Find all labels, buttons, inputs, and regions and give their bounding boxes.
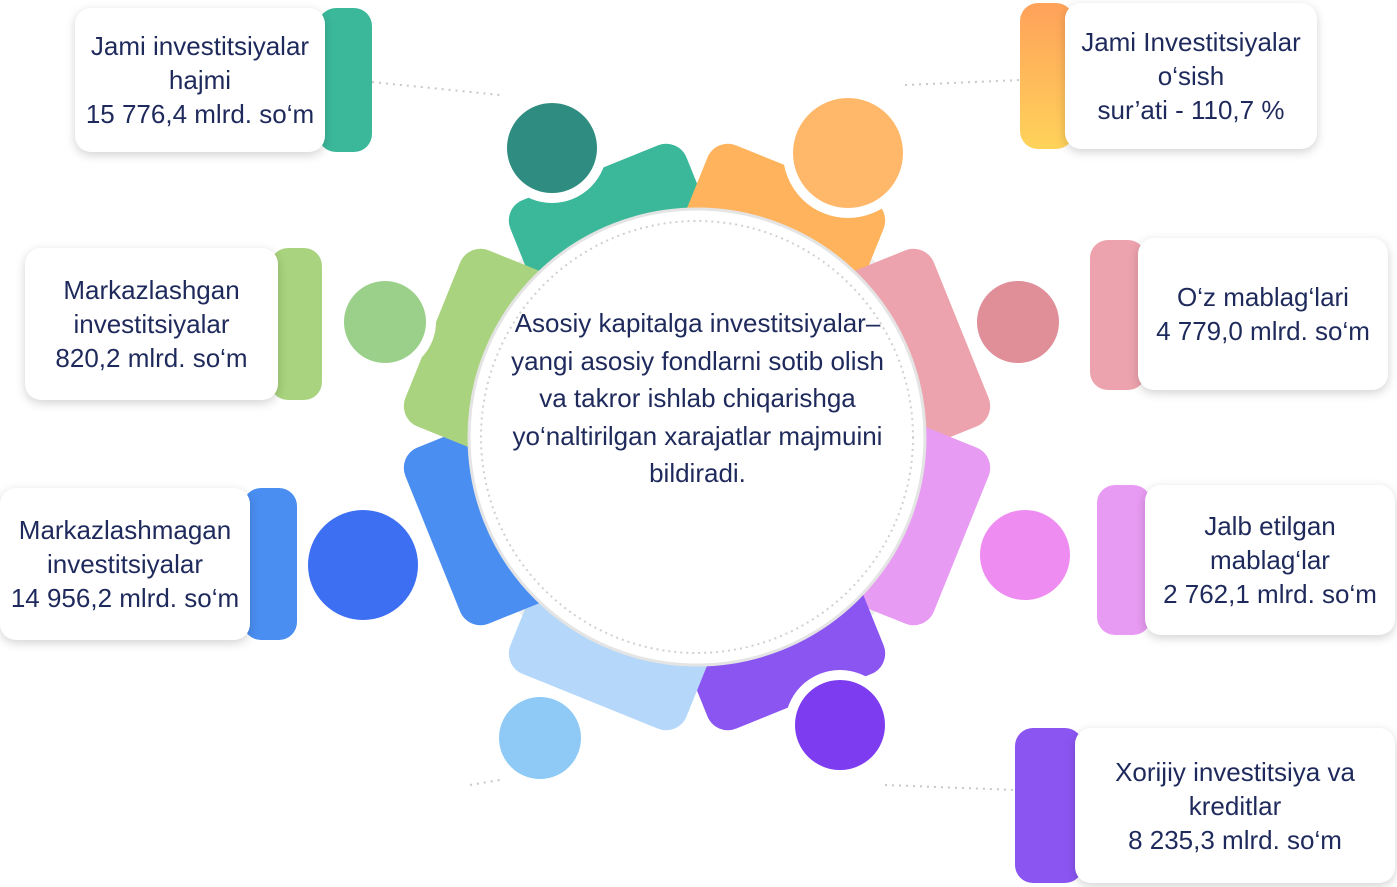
connector-line [371, 81, 501, 96]
connector-line [904, 79, 1021, 86]
center-circle [467, 207, 927, 667]
card-title: Jami Investitsiyalar o‘sish [1081, 27, 1301, 91]
card-value: 2 762,1 mlrd. so‘m [1163, 579, 1377, 609]
card-accent-bar [1090, 240, 1146, 390]
card-title: Xorijiy investitsiya va kreditlar [1115, 756, 1355, 821]
center-dotted-border [480, 220, 914, 654]
card-title: Markazlashmagan investitsiyalar [18, 515, 232, 579]
card-title: Markazlashgan investitsiyalar [63, 275, 240, 339]
petal-head-circle [785, 670, 895, 780]
card-total-investments: Jami investitsiyalar hajmi 15 776,4 mlrd.… [75, 8, 325, 152]
center-definition: Asosiy kapitalga investitsiyalar– yangi … [511, 308, 884, 488]
card-title: Jami investitsiyalar hajmi [90, 31, 310, 95]
connector-line [884, 784, 1016, 791]
petal-head-circle [298, 500, 428, 630]
card-value: sur’ati - 110,7 % [1097, 95, 1285, 125]
card-centralized: Markazlashgan investitsiyalar 820,2 mlrd.… [25, 248, 278, 400]
connector-line [469, 779, 501, 786]
petal-head-circle [497, 93, 607, 203]
card-decentralized: Markazlashmagan investitsiyalar 14 956,2 … [0, 488, 250, 640]
card-value: 15 776,4 mlrd. so‘m [85, 99, 315, 129]
card-accent-bar [318, 8, 372, 152]
card-value: 8 235,3 mlrd. so‘m [1128, 824, 1342, 855]
card-accent-bar [243, 488, 297, 640]
card-accent-bar [270, 248, 322, 400]
card-title: O‘z mablag‘lari [1177, 282, 1349, 312]
card-own-funds: O‘z mablag‘lari 4 779,0 mlrd. so‘m [1138, 238, 1388, 390]
card-accent-bar [1097, 485, 1151, 635]
petal-head-circle [970, 500, 1080, 610]
card-value: 14 956,2 mlrd. so‘m [10, 583, 240, 613]
card-growth-rate: Jami Investitsiyalar o‘sish sur’ati - 110… [1065, 3, 1317, 149]
card-value: 820,2 mlrd. so‘m [55, 343, 248, 373]
card-value: 4 779,0 mlrd. so‘m [1156, 316, 1370, 346]
card-attracted-funds: Jalb etilgan mablag‘lar 2 762,1 mlrd. so‘… [1145, 485, 1395, 635]
card-accent-bar [1015, 728, 1083, 883]
petal-head-circle [783, 88, 913, 218]
petal-head-circle [967, 271, 1069, 373]
card-title: Jalb etilgan mablag‘lar [1204, 511, 1336, 575]
petal-head-circle [489, 687, 591, 789]
petal-head-circle [334, 271, 436, 373]
